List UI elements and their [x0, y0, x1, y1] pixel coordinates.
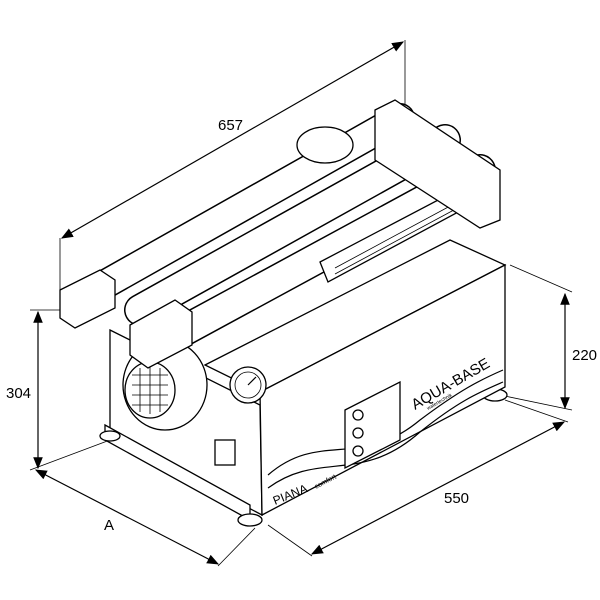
dimension-550: 550 [267, 399, 569, 557]
control-knob-3 [352, 445, 364, 457]
dimension-label-width: 550 [444, 490, 469, 507]
dimension-304: 304 [6, 309, 75, 470]
control-knob-1 [352, 409, 364, 421]
membrane-tubes [59, 99, 501, 369]
end-plate-left [59, 269, 116, 329]
dimension-657: 657 [59, 40, 406, 300]
dimension-a: A [29, 439, 256, 567]
cabinet: AQUA-BASE watertechnik PIANA comfort [203, 239, 507, 517]
dimension-label-height-cabinet: 220 [572, 347, 597, 364]
control-knob-2 [352, 427, 364, 439]
end-plate-middle [129, 299, 193, 369]
pressure-vessel-cap [296, 126, 354, 164]
dimension-label-height-total: 304 [6, 385, 31, 402]
dimension-label-length: 657 [218, 117, 243, 134]
valve-fitting [214, 439, 236, 466]
end-plate-right [374, 99, 501, 229]
dimension-label-depth: A [104, 517, 114, 534]
dimension-220: 220 [499, 264, 597, 411]
